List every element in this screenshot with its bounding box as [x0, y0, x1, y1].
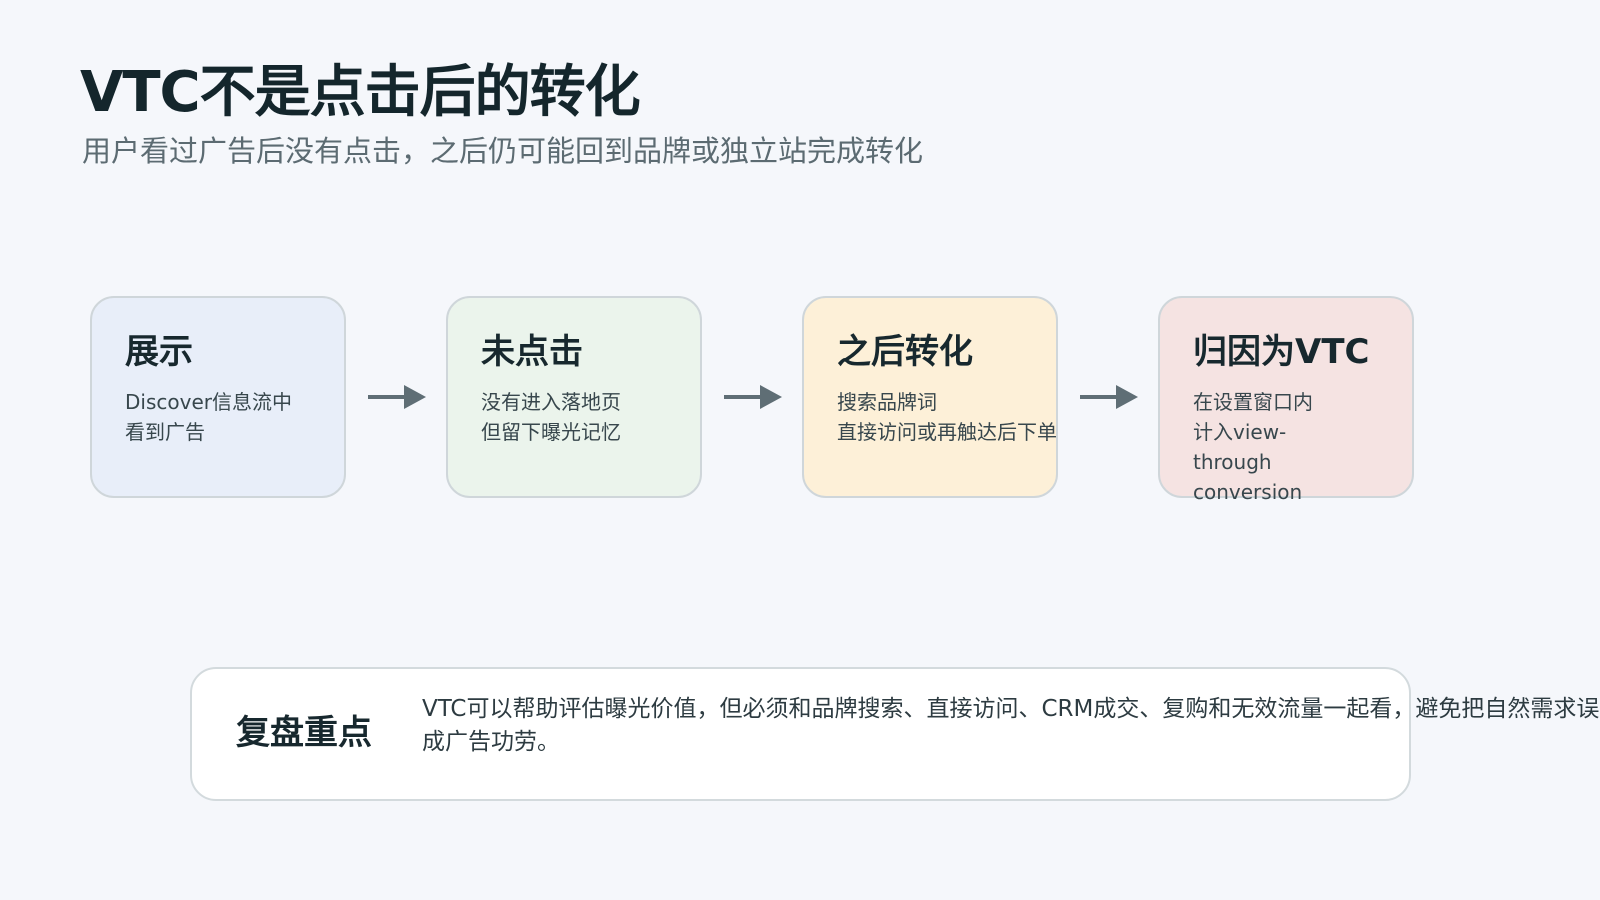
callout-text-line: 成广告功劳。	[422, 729, 560, 755]
callout-label: 复盘重点	[236, 713, 372, 753]
step-desc-line: conversion	[1193, 479, 1303, 504]
page-title: VTC不是点击后的转化	[80, 60, 641, 125]
step-description: Discover信息流中 看到广告	[125, 387, 344, 447]
step-desc-line: 计入view-	[1193, 419, 1287, 444]
step-description: 没有进入落地页 但留下曝光记忆	[481, 387, 700, 447]
step-later-conversion: 之后转化 搜索品牌词 直接访问或再触达后下单	[802, 296, 1058, 498]
page-subtitle: 用户看过广告后没有点击，之后仍可能回到品牌或独立站完成转化	[82, 134, 924, 168]
arrow-right-icon	[1080, 385, 1138, 409]
callout-text: VTC可以帮助评估曝光价值，但必须和品牌搜索、直接访问、CRM成交、复购和无效流…	[422, 693, 1600, 759]
step-title: 未点击	[481, 332, 583, 372]
step-impression: 展示 Discover信息流中 看到广告	[90, 296, 346, 498]
step-title: 之后转化	[837, 332, 973, 372]
step-desc-line: through	[1193, 449, 1272, 474]
step-description: 搜索品牌词 直接访问或再触达后下单	[837, 387, 1057, 447]
step-desc-line: 搜索品牌词	[837, 389, 937, 414]
step-no-click: 未点击 没有进入落地页 但留下曝光记忆	[446, 296, 702, 498]
step-desc-line: 没有进入落地页	[481, 389, 621, 414]
step-desc-line: 在设置窗口内	[1193, 389, 1313, 414]
step-desc-line: 直接访问或再触达后下单	[837, 419, 1057, 444]
arrow-right-icon	[724, 385, 782, 409]
step-description: 在设置窗口内 计入view- through conversion	[1193, 387, 1412, 507]
step-title: 展示	[125, 332, 193, 372]
step-attributed-vtc: 归因为VTC 在设置窗口内 计入view- through conversion	[1158, 296, 1414, 504]
step-desc-line: 但留下曝光记忆	[481, 419, 621, 444]
step-desc-line: 看到广告	[125, 419, 205, 444]
arrow-right-icon	[368, 385, 426, 409]
callout-text-line: VTC可以帮助评估曝光价值，但必须和品牌搜索、直接访问、CRM成交、复购和无效流…	[422, 696, 1600, 722]
step-title: 归因为VTC	[1193, 332, 1370, 372]
review-callout: 复盘重点 VTC可以帮助评估曝光价值，但必须和品牌搜索、直接访问、CRM成交、复…	[190, 667, 1600, 801]
step-desc-line: Discover信息流中	[125, 389, 292, 414]
